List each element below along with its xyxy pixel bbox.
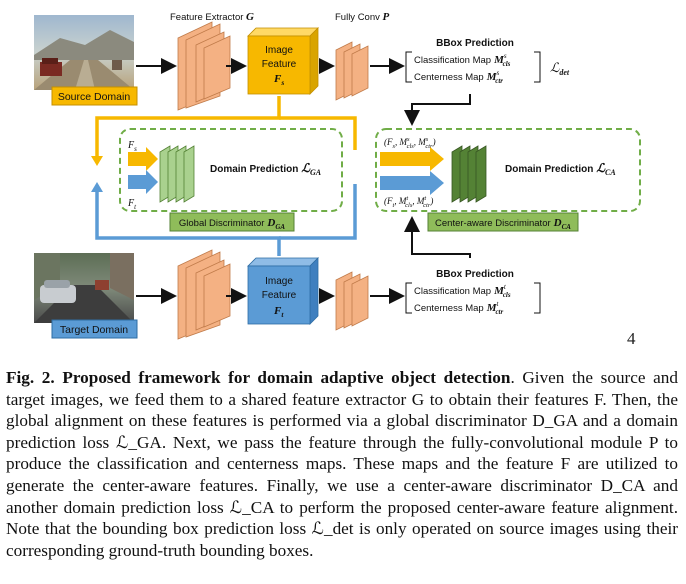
ca-domain-prediction: Domain Prediction <box>505 164 593 175</box>
feature-routing-lines <box>95 96 357 256</box>
fully-conv-label: Fully Conv <box>335 12 380 23</box>
svg-text:Fs: Fs <box>273 73 284 87</box>
target-feature-symbol: F <box>273 305 282 317</box>
feature-extractor-label: Feature Extractor <box>170 12 243 23</box>
feature-extractor-symbol: G <box>246 11 254 23</box>
source-image <box>34 15 134 90</box>
target-image <box>34 253 134 323</box>
source-centerness-map: Centerness Map <box>414 72 484 83</box>
source-domain-label: Source Domain <box>58 91 131 103</box>
ga-input-target: F <box>127 198 135 209</box>
ca-target-arrow <box>380 171 444 195</box>
source-feature-line1: Image <box>265 45 293 56</box>
source-bbox-title: BBox Prediction <box>436 38 514 49</box>
center-aware-discriminator-region <box>375 128 641 212</box>
target-feature-line1: Image <box>265 276 293 287</box>
ca-discriminator-layers <box>451 145 487 203</box>
source-fully-conv <box>335 41 369 101</box>
caption-title: Proposed framework for domain adaptive o… <box>62 368 511 387</box>
ga-input-source: F <box>127 140 135 151</box>
global-discriminator-label-box <box>169 212 295 232</box>
figure-caption: Fig. 2. Proposed framework for domain ad… <box>6 367 678 561</box>
svg-text:Ft: Ft <box>127 198 137 211</box>
svg-text:Fs: Fs <box>127 140 137 153</box>
svg-text:Feature Extractor G: Feature Extractor G <box>170 11 254 23</box>
ca-source-arrow <box>380 147 444 171</box>
ga-discriminator-layers <box>159 145 195 203</box>
source-feature-symbol: F <box>273 73 282 85</box>
pipeline-arrows <box>136 58 471 304</box>
framework-diagram: Source Domain Target Domain Feature Extr… <box>34 11 641 340</box>
source-image-feature-block <box>247 27 319 95</box>
target-feature-line2: Feature <box>262 290 297 301</box>
source-feature-line2: Feature <box>262 59 297 70</box>
center-aware-discriminator-label-box <box>427 212 579 232</box>
target-feature-extractor <box>177 249 231 340</box>
svg-text:Fully Conv P: Fully Conv P <box>335 11 390 23</box>
ga-target-arrow <box>128 170 158 194</box>
target-domain-box <box>51 319 138 339</box>
ga-domain-prediction: Domain Prediction <box>210 164 298 175</box>
target-feature-sub: t <box>281 310 284 319</box>
source-feature-extractor <box>177 21 231 111</box>
caption-text: . Given the source and target images, we… <box>6 368 678 560</box>
target-centerness-map: Centerness Map <box>414 303 484 314</box>
page-number: 4 <box>627 329 636 348</box>
target-domain-label: Target Domain <box>60 324 128 336</box>
detection-loss: ℒdet <box>550 60 570 77</box>
target-classification-map: Classification Map <box>414 286 491 297</box>
target-bbox-title: BBox Prediction <box>436 269 514 280</box>
source-domain-box <box>51 86 138 106</box>
center-aware-discriminator-label: Center-aware Discriminator <box>435 218 551 229</box>
caption-label: Fig. 2. <box>6 368 55 387</box>
svg-text:Ft: Ft <box>273 305 284 319</box>
target-fully-conv <box>335 271 369 331</box>
ga-source-arrow <box>128 147 158 171</box>
global-discriminator-region <box>119 128 343 212</box>
target-image-feature-block <box>247 257 319 325</box>
source-classification-map: Classification Map <box>414 55 491 66</box>
global-discriminator-label: Global Discriminator <box>179 218 265 229</box>
source-feature-sub: s <box>280 78 284 87</box>
fully-conv-symbol: P <box>383 11 390 23</box>
